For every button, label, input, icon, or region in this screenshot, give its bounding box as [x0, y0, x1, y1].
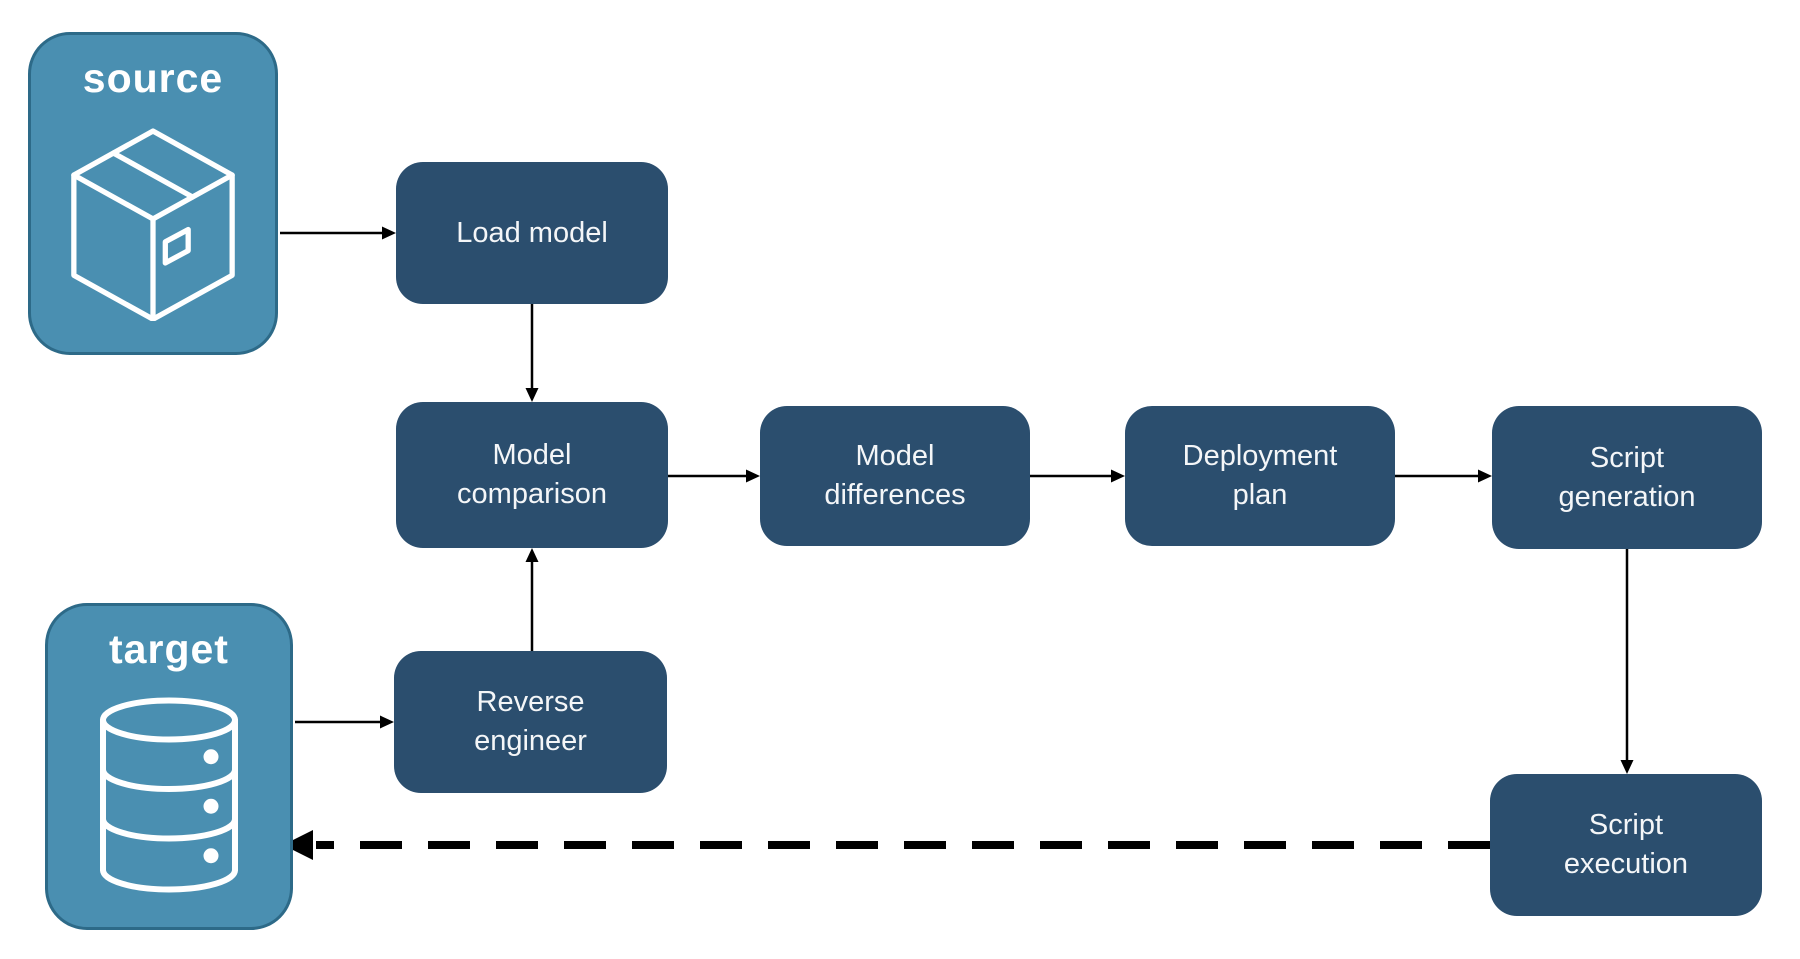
edge-script-generation-to-script-execution — [1620, 549, 1634, 774]
node-label-line: Script — [1588, 809, 1664, 841]
source-label: source — [82, 55, 224, 101]
target-icon-area — [48, 673, 290, 927]
package-icon — [71, 127, 235, 321]
database-icon — [100, 697, 238, 893]
endpoint-source: source — [28, 32, 278, 355]
edge-model-differences-to-deployment-plan — [1030, 469, 1125, 483]
node-model-comparison: Model comparison — [396, 402, 668, 548]
node-label-line: engineer — [474, 725, 587, 757]
node-label-line: Script — [1589, 441, 1665, 474]
node-label-line: Deployment — [1182, 440, 1338, 472]
node-label-line: Reverse — [476, 686, 585, 718]
node-label-line: plan — [1232, 479, 1288, 511]
node-model-differences: Model differences — [760, 406, 1030, 546]
node-deployment-plan: Deployment plan — [1125, 406, 1395, 546]
node-label-line: Model — [492, 439, 572, 471]
endpoint-target: target — [45, 603, 293, 930]
node-script-execution: Script execution — [1490, 774, 1762, 916]
node-label-line: execution — [1563, 848, 1689, 880]
edge-load-model-to-model-comparison — [525, 304, 539, 402]
node-label-line: generation — [1558, 480, 1696, 513]
edge-source-to-load-model — [280, 226, 396, 240]
edge-reverse-engineer-to-model-comparison — [525, 548, 539, 651]
edge-script-execution-to-target — [283, 830, 1490, 860]
node-label-line: comparison — [457, 478, 607, 510]
node-script-generation: Script generation — [1492, 406, 1762, 549]
edge-target-to-reverse-engineer — [295, 715, 394, 729]
node-label-line: Model — [855, 440, 935, 472]
source-icon-area — [31, 102, 275, 352]
node-load-model: Load model — [396, 162, 668, 304]
node-label-line: differences — [824, 479, 966, 511]
edge-deployment-plan-to-script-generation — [1395, 469, 1492, 483]
node-label-line: Load model — [456, 216, 608, 249]
edge-model-comparison-to-model-differences — [668, 469, 760, 483]
node-reverse-engineer: Reverse engineer — [394, 651, 667, 793]
target-label: target — [109, 626, 229, 672]
